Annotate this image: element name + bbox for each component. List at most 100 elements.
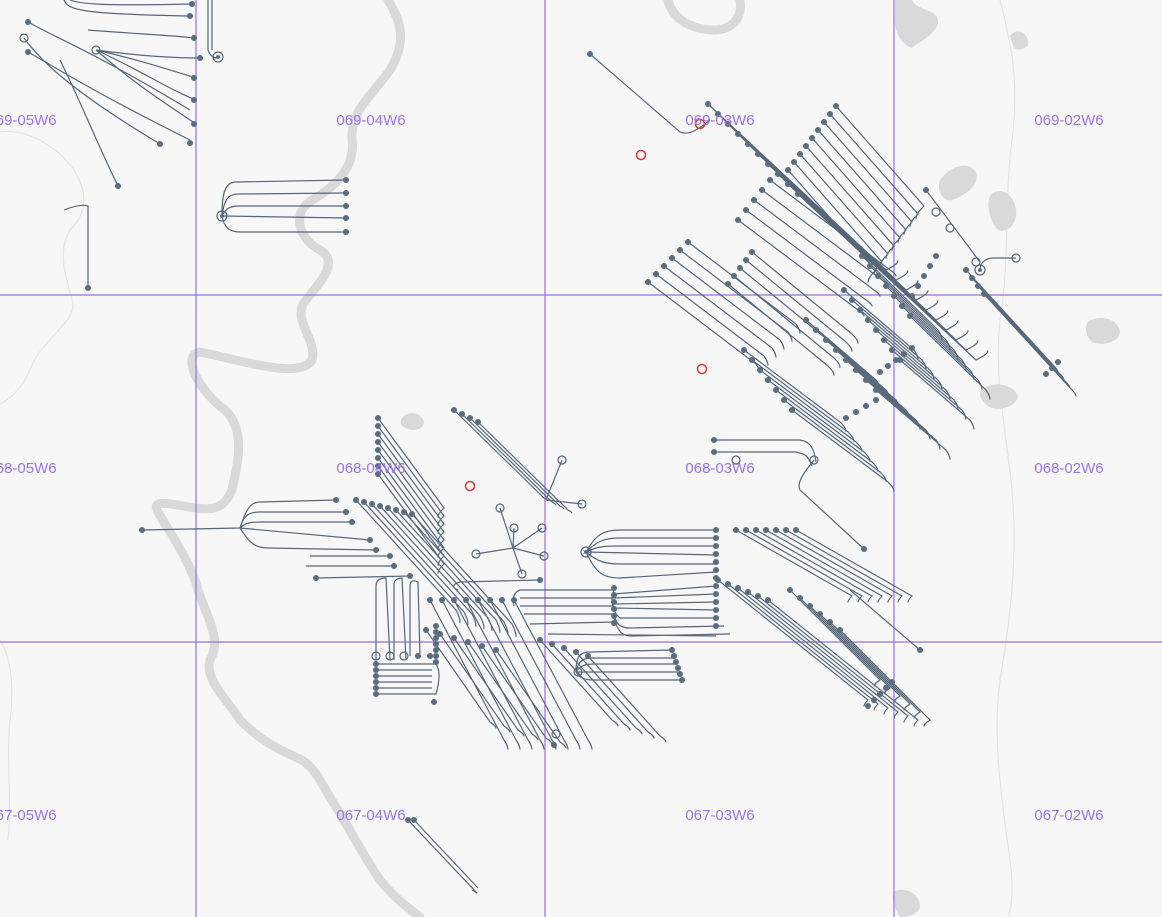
well-dot bbox=[669, 647, 675, 653]
well-lateral bbox=[765, 529, 883, 603]
well-dot bbox=[857, 307, 863, 313]
well-dot bbox=[493, 647, 499, 653]
well-dot bbox=[375, 423, 381, 429]
well-dot bbox=[827, 111, 833, 117]
well-dot bbox=[773, 387, 779, 393]
well-lateral bbox=[805, 145, 895, 259]
well-lateral bbox=[429, 599, 509, 750]
well-dot bbox=[883, 283, 889, 289]
highlighted-well[interactable] bbox=[694, 118, 706, 130]
well-lateral bbox=[751, 251, 859, 344]
well-lateral bbox=[671, 257, 785, 350]
well-dot bbox=[1043, 371, 1049, 377]
well-lateral bbox=[733, 275, 841, 368]
well-dot bbox=[549, 641, 555, 647]
well-lateral bbox=[767, 599, 919, 727]
well-dot bbox=[873, 387, 879, 393]
well-dot bbox=[975, 283, 981, 289]
river-bend bbox=[663, 0, 745, 35]
well-dot bbox=[713, 623, 719, 629]
well-dot bbox=[475, 419, 481, 425]
well-dot bbox=[901, 351, 907, 357]
township-label: 068-02W6 bbox=[1034, 460, 1103, 477]
well-dot bbox=[393, 507, 399, 513]
well-dot bbox=[773, 527, 779, 533]
township-labels: 069-05W6 069-04W6 069-03W6 069-02W6 068-… bbox=[0, 112, 1104, 824]
well-dot bbox=[865, 317, 871, 323]
well-dot bbox=[797, 595, 803, 601]
well-lateral bbox=[789, 589, 881, 687]
well-lateral bbox=[363, 501, 469, 625]
well-lateral bbox=[727, 583, 879, 711]
township-label: 067-03W6 bbox=[685, 807, 754, 824]
well-dot bbox=[713, 543, 719, 549]
water-layer bbox=[0, 0, 1120, 917]
well-dot bbox=[853, 409, 859, 415]
well-dot bbox=[741, 347, 747, 353]
well-lateral bbox=[539, 639, 619, 727]
well-lateral bbox=[513, 599, 593, 750]
well-dot bbox=[375, 455, 381, 461]
well-dot bbox=[791, 159, 797, 165]
well-dot bbox=[827, 619, 833, 625]
well-dot bbox=[807, 603, 813, 609]
well-lateral bbox=[481, 645, 553, 745]
well-dot bbox=[427, 597, 433, 603]
well-dot bbox=[433, 629, 439, 635]
well-lateral bbox=[823, 121, 913, 235]
well-lateral bbox=[735, 529, 853, 603]
river bbox=[151, 0, 425, 917]
well-dot bbox=[713, 583, 719, 589]
lake-ne-3 bbox=[938, 165, 977, 201]
well-lateral bbox=[379, 505, 485, 629]
well-dot bbox=[433, 623, 439, 629]
well-dot bbox=[755, 151, 761, 157]
well-lateral bbox=[793, 161, 883, 275]
well-dot bbox=[401, 509, 407, 515]
well-dot bbox=[611, 606, 617, 612]
well-dot bbox=[713, 559, 719, 565]
highlighted-well[interactable] bbox=[696, 363, 708, 375]
well-lateral bbox=[819, 613, 911, 711]
well-dot bbox=[789, 407, 795, 413]
lake-e-1 bbox=[1085, 317, 1120, 344]
well-dot bbox=[757, 367, 763, 373]
well-dot bbox=[611, 620, 617, 626]
well-dot bbox=[451, 635, 457, 641]
well-dot bbox=[375, 463, 381, 469]
well-lateral bbox=[467, 641, 539, 741]
well-dot bbox=[963, 267, 969, 273]
well-dot bbox=[645, 279, 651, 285]
township-label: 069-05W6 bbox=[0, 112, 57, 129]
well-dot bbox=[433, 653, 439, 659]
well-dot bbox=[785, 181, 791, 187]
well-lateral bbox=[717, 579, 869, 707]
well-dot bbox=[883, 685, 889, 691]
highlighted-wells[interactable] bbox=[464, 118, 708, 492]
highlighted-well[interactable] bbox=[635, 149, 647, 161]
well-dot bbox=[743, 527, 749, 533]
well-dot bbox=[775, 171, 781, 177]
well-dot bbox=[465, 639, 471, 645]
well-dot bbox=[713, 551, 719, 557]
well-lateral bbox=[797, 193, 989, 361]
well-dot bbox=[755, 593, 761, 599]
well-dot bbox=[833, 347, 839, 353]
well-dot bbox=[735, 585, 741, 591]
well-lateral bbox=[575, 651, 655, 739]
well-dot bbox=[893, 357, 899, 363]
well-dot bbox=[385, 505, 391, 511]
well-dot bbox=[715, 111, 721, 117]
well-dot bbox=[361, 499, 367, 505]
well-dot bbox=[809, 135, 815, 141]
highlighted-well[interactable] bbox=[464, 480, 476, 492]
well-dot bbox=[933, 253, 939, 259]
well-lateral bbox=[551, 643, 631, 731]
township-label: 068-04W6 bbox=[336, 460, 405, 477]
well-dot bbox=[423, 627, 429, 633]
well-lateral bbox=[757, 595, 909, 723]
well-lateral bbox=[817, 129, 907, 243]
well-lateral bbox=[439, 633, 511, 733]
